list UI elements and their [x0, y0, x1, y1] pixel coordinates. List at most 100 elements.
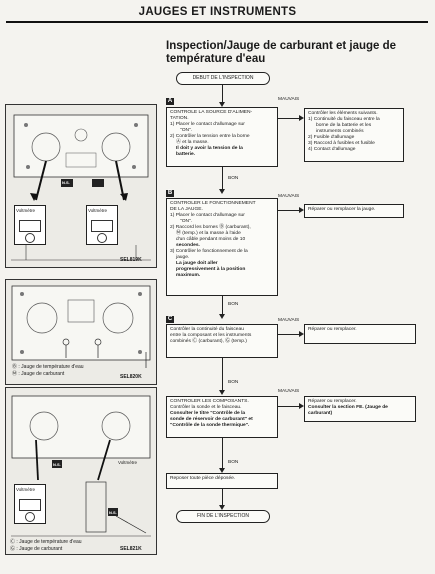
step-a-good-label: BON	[228, 176, 239, 181]
step-a-good-arrow	[219, 189, 225, 194]
figure-gauge-voltage: N.S. Voltmètre Voltmètre SEL819K	[5, 104, 157, 268]
step-d-line5: "Contrôle de la sonde thermique".	[170, 423, 250, 428]
step-b-marker: B	[166, 190, 174, 197]
step-c-line1: Contrôler la continuité du faisceau	[170, 327, 244, 332]
step-e-connector	[222, 489, 223, 505]
step-e-arrow	[219, 505, 225, 510]
step-b-good-label: BON	[228, 302, 239, 307]
step-b-line2: DE LA JAUGE.	[170, 207, 203, 212]
legend-c: Ⓒ : Jauge de température d'eau	[10, 539, 82, 546]
step-a-side3: borne de la batterie et les	[316, 123, 372, 128]
voltmeter-right-dial	[91, 220, 113, 232]
step-b-line1: CONTROLER LE FONCTIONNEMENT	[170, 201, 256, 206]
step-d-line3: Consulter le titre "Contrôle de la	[170, 411, 246, 416]
step-d-bad-label: MAUVAIS	[278, 389, 300, 394]
badge-ns: N.S.	[62, 180, 70, 185]
step-d-line2: Contrôler la sonde et le faisceau.	[170, 405, 242, 410]
voltmeter-left-label: Voltmètre	[16, 487, 36, 492]
legend-m-text: Jauge de carburant	[21, 371, 65, 377]
legend-g-text: Jauge de carburant	[19, 546, 63, 552]
step-b-line7: d'un câble pendant moins de 10	[176, 237, 246, 242]
voltmeter-left-knob	[25, 233, 35, 243]
figure-code: SEL820K	[120, 374, 142, 380]
figure-gauge-terminals: Ⓑ : Jauge de température d'eau Ⓜ : Jauge…	[5, 279, 157, 385]
step-b-line8: secondes.	[176, 243, 200, 248]
figure-code: SEL819K	[120, 257, 142, 263]
step-b-line11: La jauge doit aller	[176, 261, 218, 266]
step-a-box: CONTROLE LA SOURCE D'ALIMEN- TATION. 1) …	[166, 107, 278, 167]
start-oval: DEBUT DE L'INSPECTION	[176, 72, 270, 85]
step-c-side-box: Réparer ou remplacer.	[304, 324, 416, 344]
step-b-box: CONTROLER LE FONCTIONNEMENT DE LA JAUGE.…	[166, 198, 278, 296]
step-b-side1: Réparer ou remplacer la jauge.	[308, 207, 376, 212]
step-d-side-box: Réparer ou remplacer. Consulter la secti…	[304, 396, 416, 422]
legend-m-marker: Ⓜ :	[12, 371, 22, 377]
step-a-line2: TATION.	[170, 116, 189, 121]
page-title: Inspection/Jauge de carburant et jauge d…	[166, 40, 426, 66]
step-b-line13: maximum.	[176, 273, 201, 278]
step-d-side2: Consulter la section FE. (Jauge de	[308, 405, 388, 410]
voltmeter-left: Voltmètre	[14, 484, 46, 524]
step-b-line10: jauge.	[176, 255, 190, 260]
voltmeter-left-knob	[25, 512, 35, 522]
step-a-side5: 2) Fusible d'allumage	[308, 135, 355, 140]
figure-code: SEL821K	[120, 546, 142, 552]
legend-b-marker: Ⓑ :	[12, 364, 22, 370]
voltmeter-left-dial	[19, 499, 41, 511]
step-c-good-label: BON	[228, 380, 239, 385]
step-a-bad-arrow	[299, 115, 304, 121]
step-c-good-connector	[222, 358, 223, 390]
step-a-line3: 1) Placer le contact d'allumage sur	[170, 122, 245, 127]
step-d-line4: sonde de réservoir de carburant" et	[170, 417, 253, 422]
step-e-box: Reposer toute pièce déposée.	[166, 473, 278, 489]
step-d-bad-connector	[278, 406, 299, 407]
step-a-line7: Il doit y avoir la tension de la	[176, 146, 243, 151]
step-e-line1: Reposer toute pièce déposée.	[170, 476, 236, 481]
step-d-good-arrow	[219, 468, 225, 473]
arrow-start	[219, 102, 225, 107]
step-c-marker: C	[166, 316, 174, 323]
step-a-marker: A	[166, 98, 174, 105]
legend-c-marker: Ⓒ :	[10, 539, 20, 545]
step-c-bad-connector	[278, 334, 299, 335]
step-b-line5: 2) Raccord les bornes Ⓑ (carburant),	[170, 225, 251, 230]
harness-drawing	[11, 395, 151, 537]
figure-harness-continuity: N.S. N.S. Voltmètre Voltmètre Ⓒ : Jauge …	[5, 387, 157, 555]
step-b-bad-arrow	[299, 207, 304, 213]
step-a-line6: Ⓐ et la masse.	[176, 140, 209, 145]
step-b-good-arrow	[219, 314, 225, 319]
voltmeter-right-knob	[97, 233, 107, 243]
title-line-1: Inspection/Jauge de carburant et jauge d…	[166, 40, 397, 52]
step-a-bad-connector	[278, 118, 299, 119]
voltmeter-right-label: Voltmètre	[118, 460, 138, 465]
step-b-line6: Ⓜ (temp.) et la masse à l'aide	[176, 231, 241, 236]
step-d-line1: CONTROLER LES COMPOSANTS.	[170, 399, 249, 404]
step-c-line2: entre la composant et les instruments	[170, 333, 252, 338]
step-b-line3: 1) Placer le contact d'allumage sur	[170, 213, 245, 218]
voltmeter-left-label: Voltmètre	[16, 208, 36, 213]
step-c-line3: combinés Ⓒ (carburant), Ⓖ (temp.)	[170, 339, 247, 344]
end-oval: FIN DE L'INSPECTION	[176, 510, 270, 523]
step-d-good-connector	[222, 438, 223, 468]
title-line-2: température d'eau	[166, 53, 266, 65]
step-a-side7: 4) Contact d'allumage	[308, 147, 356, 152]
step-d-box: CONTROLER LES COMPOSANTS. Contrôler la s…	[166, 396, 278, 438]
step-b-line12: progressivement à la position	[176, 267, 246, 272]
step-a-side1: Contrôler les éléments suivants.	[308, 111, 378, 116]
step-a-line8: batterie.	[176, 152, 196, 157]
step-a-good-connector	[222, 167, 223, 189]
voltmeter-right-label: Voltmètre	[88, 208, 108, 213]
step-c-good-arrow	[219, 390, 225, 395]
legend-b: Ⓑ : Jauge de température d'eau	[12, 364, 84, 371]
badge-ns-bottom: N.S.	[109, 510, 117, 515]
step-d-good-label: BON	[228, 460, 239, 465]
step-a-line4: "ON".	[180, 128, 193, 133]
step-b-good-connector	[222, 296, 223, 314]
step-c-bad-arrow	[299, 331, 304, 337]
step-b-bad-connector	[278, 210, 299, 211]
step-b-bad-label: MAUVAIS	[278, 194, 300, 199]
voltmeter-left-dial	[19, 220, 41, 232]
gauge-board-drawing	[11, 285, 151, 368]
badge-ns-top: N.S.	[53, 462, 61, 467]
section-header: JAUGES ET INSTRUMENTS	[138, 6, 297, 18]
